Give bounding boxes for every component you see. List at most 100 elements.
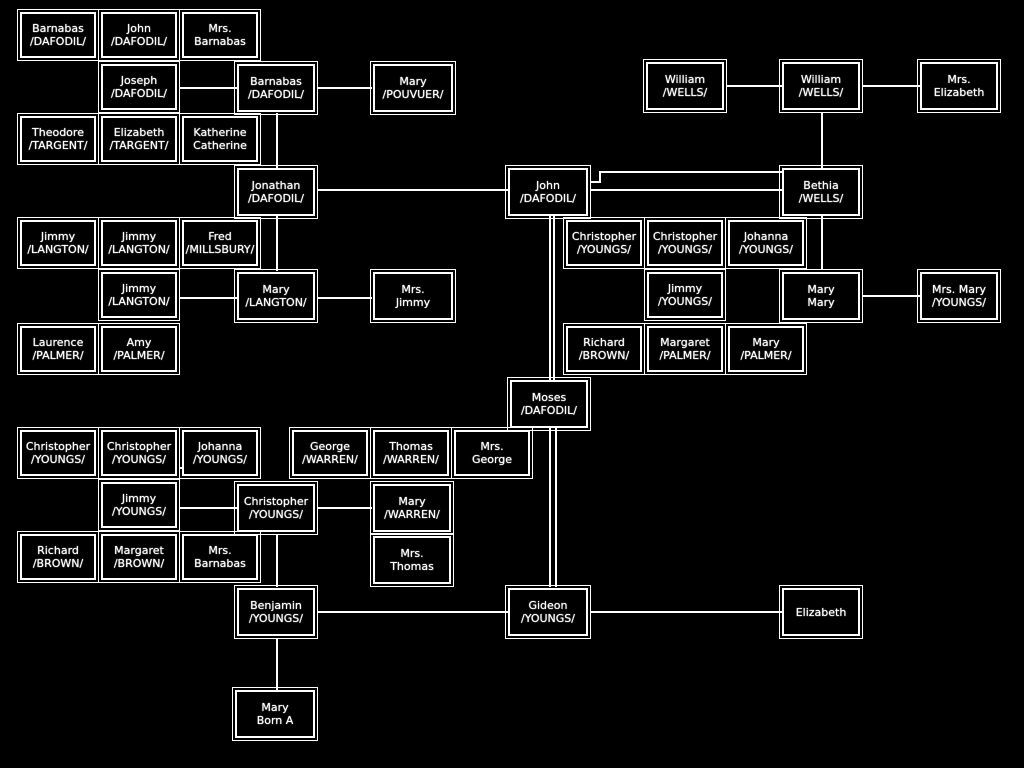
given-name: Jimmy (121, 282, 157, 295)
person-william-wells-2[interactable]: William/WELLS/ (779, 59, 863, 113)
given-name: Fred (208, 230, 232, 243)
person-john-dafodil[interactable]: John/DAFODIL/ (98, 9, 180, 61)
surname: Mary (807, 296, 835, 309)
given-name: Jimmy (121, 492, 157, 505)
surname: /PALMER/ (32, 349, 84, 362)
person-jonathan-dafodil[interactable]: Jonathan/DAFODIL/ (234, 165, 318, 219)
given-name: Mary (752, 336, 780, 349)
given-name: Theodore (32, 126, 84, 139)
surname: /DAFODIL/ (247, 192, 305, 205)
person-jimmy-youngs[interactable]: Jimmy/YOUNGS/ (644, 269, 726, 321)
person-mrs-elizabeth[interactable]: Mrs.Elizabeth (917, 59, 1001, 113)
person-benjamin-youngs[interactable]: Benjamin/YOUNGS/ (234, 585, 318, 639)
given-name: Laurence (32, 336, 84, 349)
person-jimmy-langton-2[interactable]: Jimmy/LANGTON/ (98, 217, 180, 269)
person-barnabas-dafodil-2[interactable]: Barnabas/DAFODIL/ (234, 61, 318, 115)
person-christopher-youngs-5[interactable]: Christopher/YOUNGS/ (234, 481, 318, 535)
person-john-dafodil-2[interactable]: John/DAFODIL/ (505, 165, 591, 219)
person-christopher-youngs-4[interactable]: Christopher/YOUNGS/ (98, 427, 180, 479)
person-mary-langton[interactable]: Mary/LANGTON/ (234, 269, 318, 323)
given-name: William (800, 73, 842, 86)
person-mrs-barnabas[interactable]: Mrs.Barnabas (179, 9, 261, 61)
surname: /YOUNGS/ (521, 612, 575, 625)
surname: /YOUNGS/ (31, 453, 85, 466)
surname: Born A (256, 714, 294, 727)
person-gideon-youngs[interactable]: Gideon/YOUNGS/ (505, 585, 591, 639)
person-richard-brown-2[interactable]: Richard/BROWN/ (17, 531, 99, 583)
person-mrs-mary-youngs[interactable]: Mrs. Mary/YOUNGS/ (917, 269, 1001, 323)
given-name: Christopher (652, 230, 718, 243)
person-christopher-youngs[interactable]: Christopher/YOUNGS/ (563, 217, 645, 269)
given-name: Joseph (120, 74, 158, 87)
given-name: Mrs. Mary (931, 283, 986, 296)
person-elizabeth[interactable]: Elizabeth (779, 585, 863, 639)
surname: /LANGTON/ (245, 296, 307, 309)
surname: /YOUNGS/ (249, 508, 303, 521)
person-mary-pouvuer[interactable]: Mary/POUVUER/ (370, 61, 456, 115)
given-name: Mary (398, 495, 426, 508)
person-mrs-thomas[interactable]: Mrs.Thomas (370, 533, 454, 587)
person-thomas-warren[interactable]: Thomas/WARREN/ (370, 427, 452, 479)
given-name: Richard (583, 336, 625, 349)
surname: Jimmy (395, 296, 431, 309)
person-laurence-palmer[interactable]: Laurence/PALMER/ (17, 323, 99, 375)
given-name: Mary (262, 283, 290, 296)
given-name: John (536, 179, 560, 192)
person-mrs-barnabas-2[interactable]: Mrs.Barnabas (179, 531, 261, 583)
given-name: Mrs. (208, 22, 232, 35)
surname: /WELLS/ (798, 192, 844, 205)
given-name: Johanna (197, 440, 243, 453)
surname: /WARREN/ (384, 508, 440, 521)
person-elizabeth-targent[interactable]: Elizabeth/TARGENT/ (98, 113, 180, 165)
person-bethia-wells[interactable]: Bethia/WELLS/ (779, 165, 863, 219)
person-moses-dafodil[interactable]: Moses/DAFODIL/ (507, 377, 591, 431)
surname: /LANGTON/ (108, 243, 170, 256)
given-name: Richard (37, 544, 79, 557)
given-name: Moses (531, 391, 567, 404)
given-name: Mrs. (947, 73, 971, 86)
person-theodore-targent[interactable]: Theodore/TARGENT/ (17, 113, 99, 165)
surname: Barnabas (194, 35, 246, 48)
given-name: Katherine (193, 126, 247, 139)
person-mrs-george[interactable]: Mrs.George (451, 427, 533, 479)
given-name: Jimmy (40, 230, 76, 243)
person-fred-millsbury[interactable]: Fred/MILLSBURY/ (179, 217, 261, 269)
person-christopher-youngs-3[interactable]: Christopher/YOUNGS/ (17, 427, 99, 479)
surname: /DAFODIL/ (520, 404, 578, 417)
person-mary-palmer[interactable]: Mary/PALMER/ (725, 323, 807, 375)
surname: /DAFODIL/ (247, 88, 305, 101)
given-name: Barnabas (250, 75, 302, 88)
given-name: Margaret (114, 544, 164, 557)
given-name: Jonathan (251, 179, 301, 192)
person-mary-warren[interactable]: Mary/WARREN/ (370, 481, 454, 535)
person-margaret-brown[interactable]: Margaret/BROWN/ (98, 531, 180, 583)
surname: /YOUNGS/ (932, 296, 986, 309)
given-name: Mrs. (480, 440, 504, 453)
surname: /YOUNGS/ (112, 505, 166, 518)
given-name: Christopher (106, 440, 172, 453)
person-barnabas-dafodil[interactable]: Barnabas/DAFODIL/ (17, 9, 99, 61)
given-name: Elizabeth (113, 126, 165, 139)
surname: /YOUNGS/ (577, 243, 631, 256)
given-name: Johanna (743, 230, 789, 243)
person-jimmy-langton[interactable]: Jimmy/LANGTON/ (17, 217, 99, 269)
person-johanna-youngs[interactable]: Johanna/YOUNGS/ (725, 217, 807, 269)
surname: /WELLS/ (662, 86, 708, 99)
surname: /WARREN/ (383, 453, 439, 466)
person-amy-palmer[interactable]: Amy/PALMER/ (98, 323, 180, 375)
person-jimmy-youngs-2[interactable]: Jimmy/YOUNGS/ (98, 479, 180, 531)
person-joseph-dafodil[interactable]: Joseph/DAFODIL/ (98, 61, 180, 113)
person-christopher-youngs-2[interactable]: Christopher/YOUNGS/ (644, 217, 726, 269)
person-richard-brown[interactable]: Richard/BROWN/ (563, 323, 645, 375)
person-george-warren[interactable]: George/WARREN/ (289, 427, 371, 479)
surname: /DAFODIL/ (29, 35, 87, 48)
surname: /TARGENT/ (109, 139, 169, 152)
person-johanna-youngs-2[interactable]: Johanna/YOUNGS/ (179, 427, 261, 479)
person-william-wells[interactable]: William/WELLS/ (643, 59, 727, 113)
person-mrs-jimmy[interactable]: Mrs.Jimmy (370, 269, 456, 323)
person-jimmy-langton-3[interactable]: Jimmy/LANGTON/ (98, 269, 180, 321)
person-margaret-palmer[interactable]: Margaret/PALMER/ (644, 323, 726, 375)
